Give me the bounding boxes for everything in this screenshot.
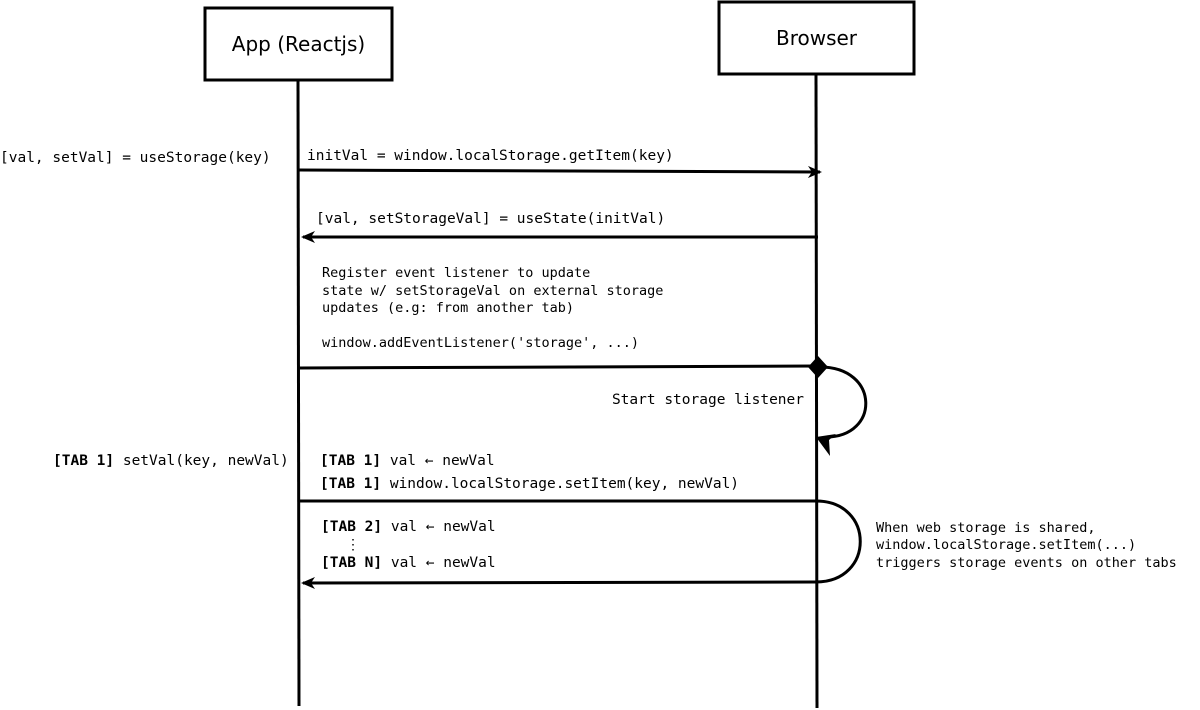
tab1-val-label: [TAB 1] val ← newVal [320,453,495,469]
register-note-line2: state w/ setStorageVal on external stora… [322,283,663,299]
register-note-line3: updates (e.g: from another tab) [322,300,574,316]
tab2-val-text: val ← newVal [391,519,496,535]
tabn-val-label: [TAB N] val ← newVal [321,555,496,571]
shared-storage-note: When web storage is shared, window.local… [876,520,1177,571]
use-state-label: [val, setStorageVal] = useState(initVal) [316,211,665,227]
tab1-set-item-text: window.localStorage.setItem(key, newVal) [390,476,739,492]
register-note: Register event listener to update state … [322,265,663,351]
tab1-set-call: [TAB 1] setVal(key, newVal) [53,453,289,469]
tab2-val-tag: [TAB 2] [321,519,382,535]
participant-browser-label: Browser [776,26,858,50]
tab2-val-label: [TAB 2] val ← newVal [321,519,496,535]
shared-note-line3: triggers storage events on other tabs [876,555,1177,571]
lifeline-browser [814,73,819,709]
storage-event-arrow [301,576,817,589]
start-listener-label: Start storage listener [612,392,804,408]
participant-app: App (Reactjs) [203,6,394,82]
add-listener-line [298,364,817,370]
lifeline-app [296,79,301,707]
participant-app-label: App (Reactjs) [232,32,365,56]
tab1-val-text: val ← newVal [390,453,495,469]
tabn-val-tag: [TAB N] [321,555,382,571]
shared-note-line2: window.localStorage.setItem(...) [876,537,1136,553]
get-item-label: initVal = window.localStorage.getItem(ke… [307,148,674,164]
register-note-line4: window.addEventListener('storage', ...) [322,335,639,351]
hook-call-label: [val, setVal] = useStorage(key) [0,150,271,166]
register-note-line1: Register event listener to update [322,265,590,281]
tab1-val-tag: [TAB 1] [320,453,381,469]
tab1-set-item-tag: [TAB 1] [320,476,381,492]
tabn-val-text: val ← newVal [391,555,496,571]
shared-note-line1: When web storage is shared, [876,520,1095,536]
storage-event-loop [815,499,862,584]
get-item-arrow [298,165,822,178]
listener-self-loop-arrowhead [816,434,836,456]
tab1-set-text: setVal(key, newVal) [123,453,289,469]
tab1-set-item-label: [TAB 1] window.localStorage.setItem(key,… [320,476,739,492]
participant-browser: Browser [717,0,916,76]
listener-self-loop [819,365,868,439]
tabs-ellipsis: ⋮ [346,537,360,553]
tab1-set-tag: [TAB 1] [53,453,114,469]
add-listener-diamond [808,356,828,378]
